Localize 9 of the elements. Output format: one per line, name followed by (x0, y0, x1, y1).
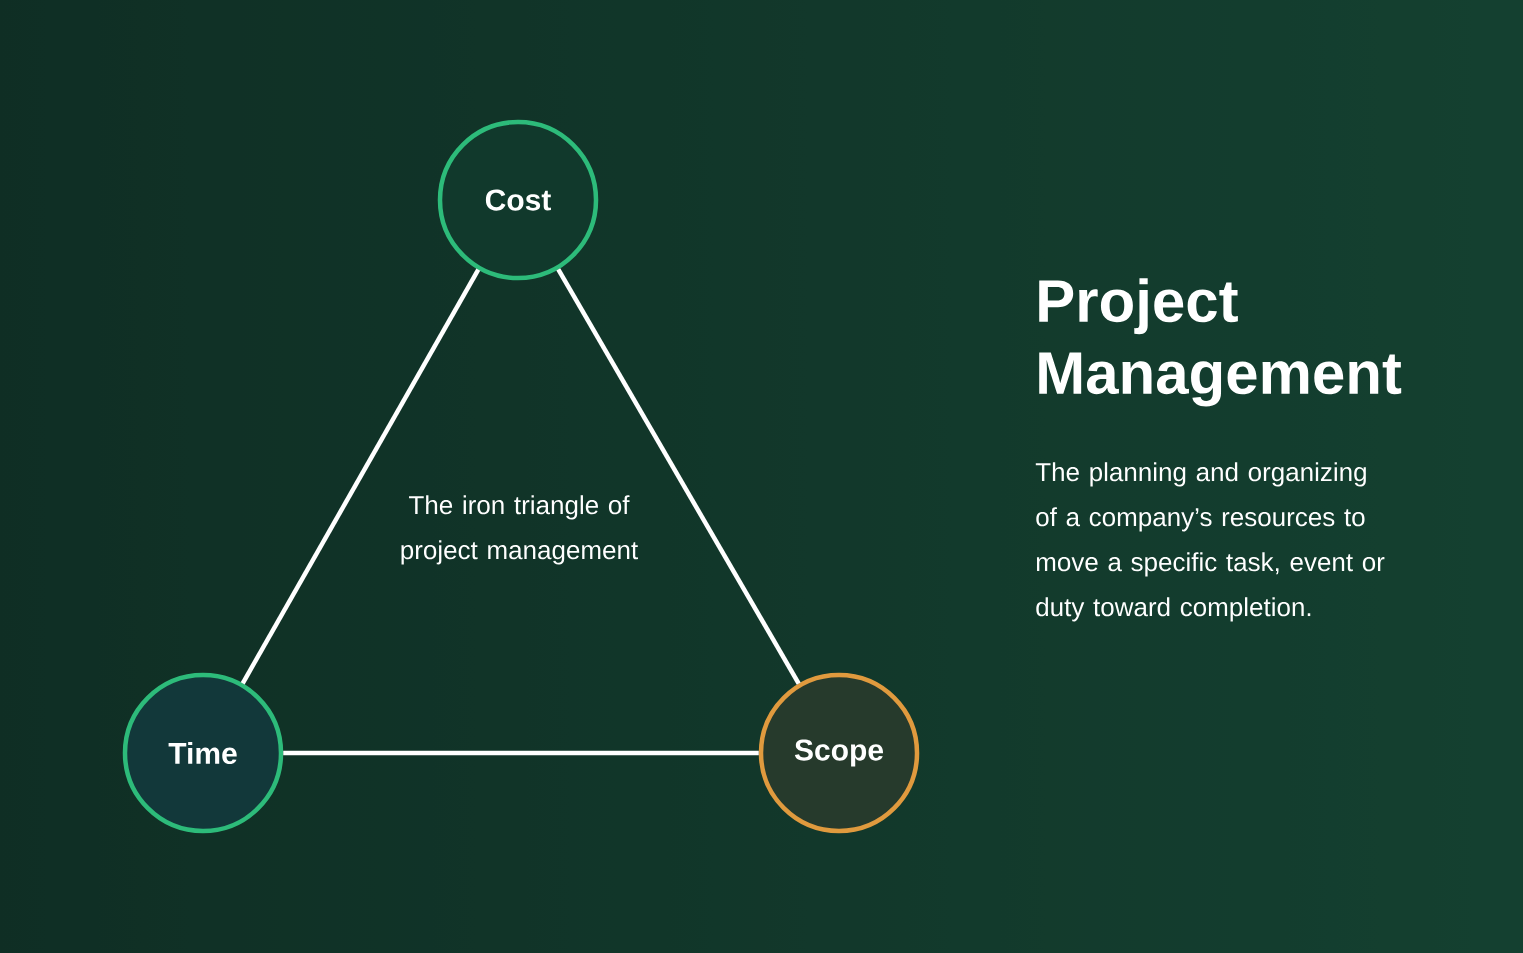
heading: Project Management (1039, 278, 1402, 407)
line (240, 268, 481, 685)
circle-node: Scope (758, 672, 920, 834)
description-text: The planning and organizing of a company’s resources to move a specific task, event or duty toward completion. (1035, 462, 1385, 622)
circle-node: Time (122, 672, 284, 834)
line (556, 268, 801, 685)
center-label: The iron triangle of project management (401, 495, 638, 565)
circle-node: Cost (437, 119, 599, 281)
line (283, 750, 759, 756)
